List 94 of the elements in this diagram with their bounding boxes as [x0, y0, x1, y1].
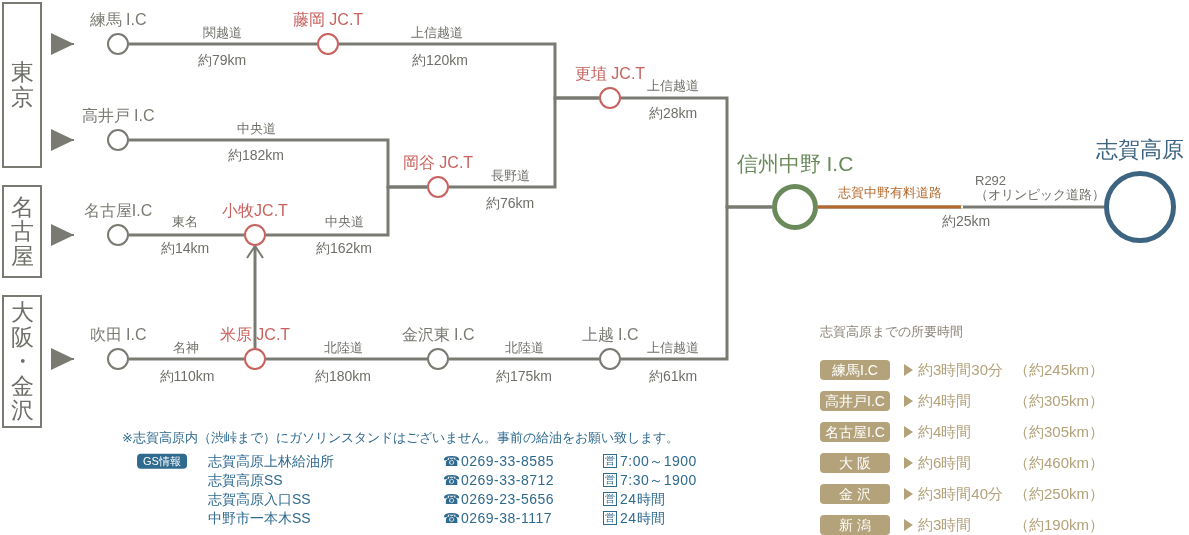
road-line — [621, 96, 772, 209]
phone-number: ☎0269-33-8585 — [443, 452, 555, 470]
road-name: 中央道 — [324, 214, 364, 230]
badge: GS情報 — [137, 453, 187, 469]
travel-time: 約3時間 — [918, 516, 972, 534]
road-name: 北陸道 — [323, 340, 363, 356]
origin-tag: 大 阪 — [820, 452, 890, 474]
hours-mark: 営 — [603, 492, 617, 506]
road-name: 長野道 — [490, 168, 530, 184]
distance-label: 約79km — [197, 51, 247, 69]
distance-label: 約180km — [315, 367, 371, 385]
arrow — [246, 245, 264, 348]
origin-tag: 名古屋I.C — [820, 421, 890, 443]
origin-tag: 金 沢 — [820, 483, 890, 505]
station-name: 志賀高原入口SS — [208, 490, 311, 508]
origin-tag: 新 潟 — [820, 514, 890, 535]
distance-label: 約182km — [228, 146, 284, 164]
travel-time: 約6時間 — [918, 454, 972, 472]
road-name: 志賀中野有料道路 — [838, 185, 942, 201]
interchange-name: 岡谷 JC.T — [402, 154, 474, 172]
distance-label: 約28km — [648, 104, 698, 122]
opening-hours: 7:30～1900 — [620, 471, 697, 489]
station-name: 志賀高原SS — [208, 471, 283, 489]
travel-distance: （約245km） — [1014, 361, 1105, 379]
distance-label: 約175km — [496, 367, 552, 385]
block-arrow — [51, 33, 75, 55]
interchange-name: 更埴 JC.T — [574, 65, 646, 83]
road-name: 東名 — [172, 214, 198, 230]
block-arrow — [51, 224, 75, 246]
road-line — [449, 357, 599, 361]
distance-label: 約14km — [160, 239, 210, 257]
road-line — [129, 42, 317, 46]
road-line — [266, 357, 427, 361]
interchange-name: 高井戸 I.C — [81, 107, 155, 125]
interchange-name: 上越 I.C — [581, 326, 639, 344]
station-name: 中野市一本木SS — [208, 509, 311, 527]
hours-mark: 営 — [603, 473, 617, 487]
place-name: 志賀高原 — [1096, 137, 1184, 162]
distance-label: 約162km — [316, 239, 372, 257]
interchange-name: 吹田 I.C — [89, 326, 147, 344]
distance-label: 約61km — [648, 367, 698, 385]
region-name: 名古屋 — [9, 194, 35, 269]
travel-time: 約4時間 — [918, 423, 972, 441]
road-name: 中央道 — [236, 121, 276, 137]
distance-label: 約120km — [412, 51, 468, 69]
travel-distance: （約250km） — [1014, 485, 1105, 503]
travel-time: 約3時間30分 — [918, 361, 1004, 379]
region-name: 大阪・金沢 — [9, 299, 35, 423]
road-line — [129, 233, 244, 237]
road-name: 名神 — [173, 340, 199, 356]
travel-distance: （約305km） — [1014, 423, 1105, 441]
opening-hours: 24時間 — [620, 509, 666, 527]
hours-mark: 営 — [603, 454, 617, 468]
block-arrow — [51, 348, 75, 370]
interchange-name: 藤岡 JC.T — [292, 11, 364, 29]
travel-distance: （約305km） — [1014, 392, 1105, 410]
phone-number: ☎0269-23-5656 — [443, 490, 555, 508]
interchange-name: 米原 JC.T — [219, 326, 291, 344]
road-name: 関越道 — [202, 25, 242, 41]
distance-label: 約76km — [485, 194, 535, 212]
route-label: R292（オリンピック道路） — [975, 174, 1106, 202]
road-name: 北陸道 — [504, 340, 544, 356]
distance-label: 約110km — [159, 367, 215, 385]
travel-distance: （約190km） — [1014, 516, 1105, 534]
station-name: 志賀高原上林給油所 — [208, 452, 334, 470]
road-line — [449, 96, 599, 189]
interchange-name: 練馬 I.C — [89, 11, 147, 29]
region-box — [2, 295, 42, 428]
block-arrow — [51, 129, 75, 151]
interchange-name: 名古屋I.C — [83, 202, 153, 220]
road-name: 上信越道 — [647, 78, 699, 94]
phone-number: ☎0269-38-1117 — [443, 509, 553, 527]
travel-time: 約4時間 — [918, 392, 972, 410]
road-line — [266, 185, 427, 237]
region-name: 東京 — [9, 60, 35, 110]
road-name: 上信越道 — [411, 25, 463, 41]
region-box — [2, 2, 42, 168]
phone-number: ☎0269-33-8712 — [443, 471, 555, 489]
opening-hours: 24時間 — [620, 490, 666, 508]
note-text: ※志賀高原内（渋峠まで）にガソリンスタンドはございません。事前の給油をお願い致します。 — [122, 430, 679, 446]
road-line — [129, 357, 244, 361]
distance-label: 約25km — [941, 212, 991, 230]
origin-tag: 高井戸I.C — [820, 390, 890, 412]
region-box — [2, 185, 42, 278]
travel-distance: （約460km） — [1014, 454, 1105, 472]
interchange-name: 金沢東 I.C — [401, 326, 475, 344]
road-name: 上信越道 — [647, 340, 699, 356]
origin-tag: 練馬I.C — [820, 359, 890, 381]
opening-hours: 7:00～1900 — [620, 452, 697, 470]
hours-mark: 営 — [603, 511, 617, 525]
interchange-name: 小牧JC.T — [222, 202, 288, 220]
travel-time: 約3時間40分 — [918, 485, 1004, 503]
place-name: 信州中野 I.C — [736, 151, 854, 175]
table-title: 志賀高原までの所要時間 — [820, 324, 963, 340]
